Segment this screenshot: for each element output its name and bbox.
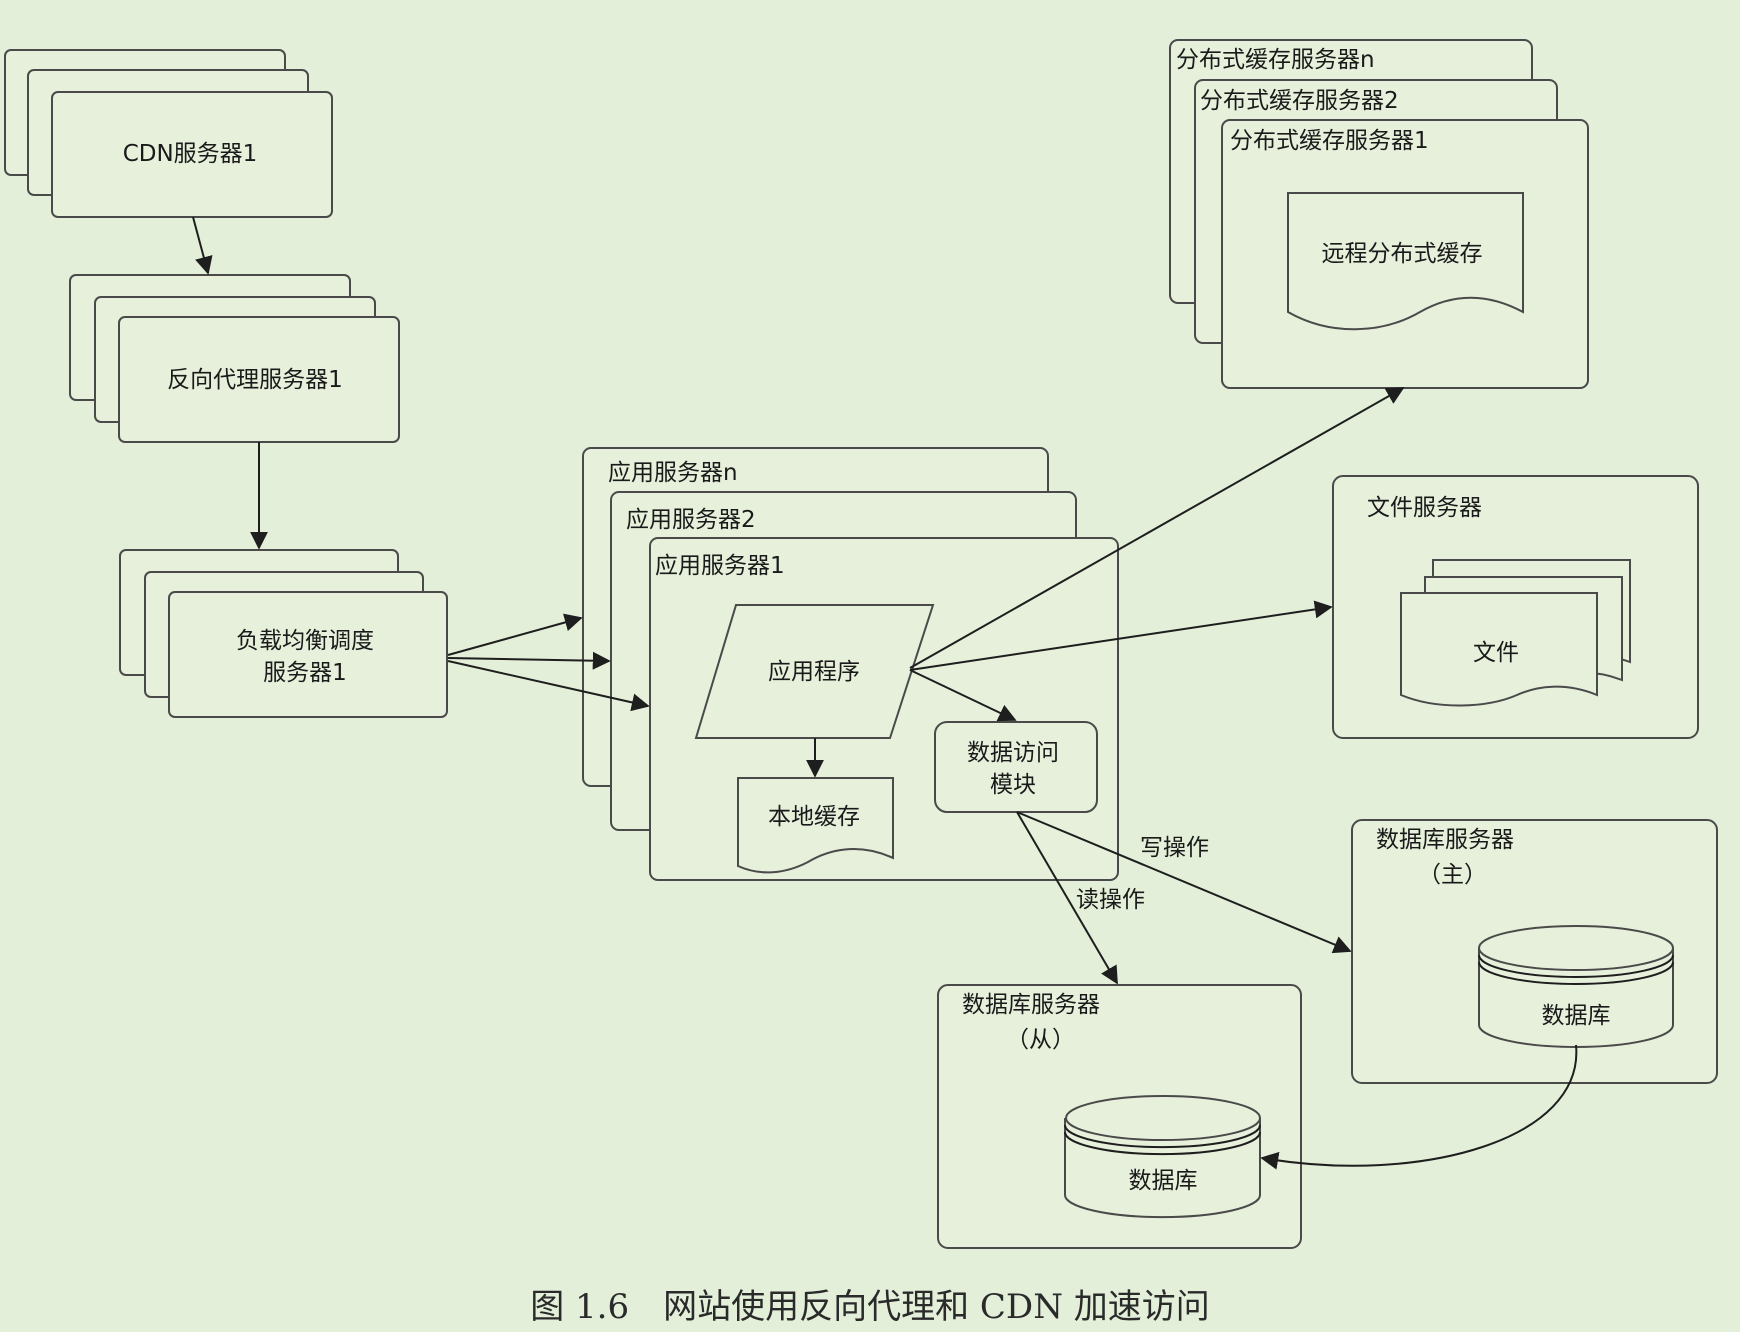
arrow-lb-to-app-n — [447, 613, 583, 656]
arrow-cdn-to-proxy — [192, 216, 213, 275]
dist-cache-server-n-label: 分布式缓存服务器n — [1176, 47, 1375, 73]
connectors: 写操作 读操作 — [192, 216, 1578, 1170]
db-slave-label: 数据库 — [1129, 1168, 1198, 1194]
cdn-server-label: CDN服务器1 — [123, 141, 258, 167]
db-slave-role: （从） — [1006, 1027, 1075, 1053]
figure-caption: 图 1.6 网站使用反向代理和 CDN 加速访问 — [530, 1287, 1210, 1327]
data-access-label-line1: 数据访问 — [967, 740, 1059, 766]
arrow-lb-to-app-2 — [447, 651, 611, 670]
dist-cache-server-2-label: 分布式缓存服务器2 — [1200, 88, 1399, 114]
db-slave-cylinder-top — [1065, 1095, 1261, 1141]
cdn-server-1 — [51, 91, 333, 218]
file-doc-front — [1400, 592, 1598, 707]
file-server: 文件服务器 文件 — [1332, 475, 1699, 739]
load-balancer-server-1 — [168, 591, 448, 718]
arrow-lb-to-app-1 — [447, 660, 650, 712]
dist-cache-server-1-label: 分布式缓存服务器1 — [1230, 128, 1429, 154]
remote-cache-label: 远程分布式缓存 — [1322, 241, 1483, 267]
file-content-label: 文件 — [1473, 640, 1519, 666]
reverse-proxy-label: 反向代理服务器1 — [167, 367, 343, 393]
dist-cache-stack: 分布式缓存服务器n 分布式缓存服务器2 分布式缓存服务器1 远程分布式缓存 — [1169, 39, 1589, 389]
local-cache-label: 本地缓存 — [768, 804, 860, 830]
db-master-role: （主） — [1418, 862, 1487, 888]
data-access-label-line2: 模块 — [990, 772, 1036, 798]
app-server-n-label: 应用服务器n — [608, 460, 738, 486]
reverse-proxy-stack: 反向代理服务器1 — [69, 274, 400, 443]
load-balancer-label-line1: 负载均衡调度 — [236, 628, 374, 654]
db-slave-server: 数据库服务器 （从） 数据库 — [937, 984, 1302, 1249]
load-balancer-stack: 负载均衡调度 服务器1 — [119, 549, 448, 718]
cdn-server-stack: CDN服务器1 — [4, 49, 333, 218]
load-balancer-label-line2: 服务器1 — [263, 660, 347, 686]
db-master-label: 数据库 — [1542, 1003, 1611, 1029]
db-master-server: 数据库服务器 （主） 数据库 — [1351, 819, 1718, 1084]
file-server-label: 文件服务器 — [1367, 495, 1482, 521]
arrow-program-to-dist-cache — [909, 387, 1405, 669]
app-program-shape — [694, 604, 935, 739]
local-cache-shape — [737, 777, 894, 874]
data-access-module — [934, 721, 1098, 813]
db-master-title: 数据库服务器 — [1376, 827, 1514, 853]
db-slave-title: 数据库服务器 — [962, 992, 1100, 1018]
app-server-1-label: 应用服务器1 — [655, 553, 785, 579]
arrow-program-to-file-server — [909, 600, 1333, 671]
arrow-program-to-data-access — [909, 669, 1017, 722]
app-server-stack: 应用服务器n 应用服务器2 应用服务器1 应用程序 本地缓存 数据访问 模块 — [582, 447, 1119, 881]
app-server-2-label: 应用服务器2 — [626, 507, 756, 533]
arrow-write-to-master — [1016, 811, 1352, 954]
arrow-master-to-slave-replication — [1260, 1044, 1578, 1170]
arrow-read-from-slave — [1016, 811, 1118, 985]
write-operation-label: 写操作 — [1140, 835, 1209, 861]
db-master-cylinder-top — [1478, 925, 1674, 971]
remote-cache-shape — [1287, 192, 1524, 331]
app-program-label: 应用程序 — [768, 659, 860, 685]
read-operation-label: 读操作 — [1076, 887, 1145, 913]
db-slave-cylinder-body — [1064, 1118, 1261, 1219]
